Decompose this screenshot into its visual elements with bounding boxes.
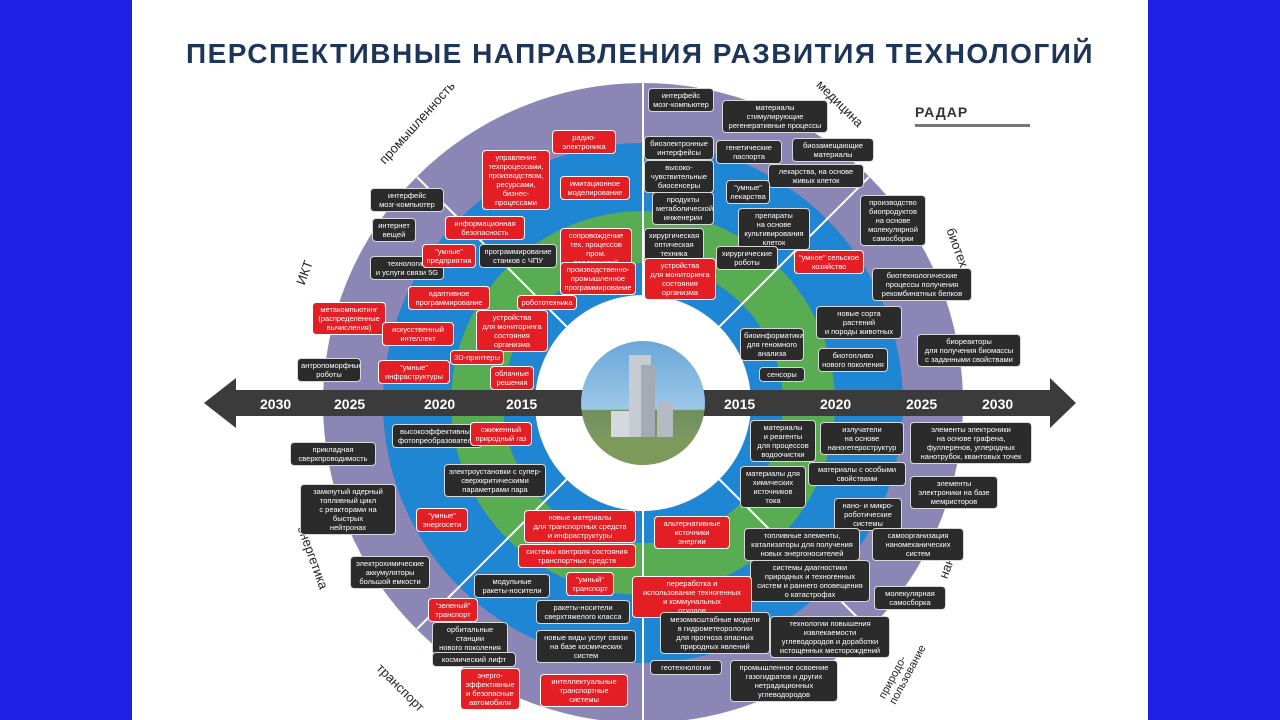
building-illustration: [581, 355, 705, 465]
tech-item: "умные"лекарства: [726, 180, 770, 204]
tech-item: топливные элементы,катализаторы для полу…: [744, 528, 860, 561]
axis-right-2025: 2025: [906, 396, 938, 412]
slide: ПЕРСПЕКТИВНЫЕ НАПРАВЛЕНИЯ РАЗВИТИЯ ТЕХНО…: [132, 0, 1148, 720]
center-building-photo: [581, 341, 705, 465]
radar-label: РАДАР: [915, 104, 969, 120]
tech-item: "умные"инфраструктуры: [378, 360, 450, 384]
axis-left-2020: 2020: [424, 396, 456, 412]
axis-right-2020: 2020: [820, 396, 852, 412]
radar-underline: [915, 124, 1030, 127]
axis-left-2030: 2030: [260, 396, 292, 412]
tech-item: космический лифт: [432, 652, 516, 667]
tech-item: робототехника: [517, 295, 577, 310]
tech-item: сенсоры: [759, 367, 805, 382]
axis-right-2015: 2015: [724, 396, 756, 412]
tech-item: "умные"предприятия: [422, 244, 476, 268]
tech-item: "зеленый"транспорт: [428, 598, 478, 622]
axis-left-2015: 2015: [506, 396, 538, 412]
axis-right-2030: 2030: [982, 396, 1014, 412]
axis-left-2025: 2025: [334, 396, 366, 412]
tech-item: электроустановки с супер-сверхкритически…: [444, 464, 546, 497]
tech-item: "умные"энергосети: [416, 508, 468, 532]
tech-item: геотехнологии: [650, 660, 722, 675]
tech-item: "умный"транспорт: [566, 572, 614, 596]
page-title: ПЕРСПЕКТИВНЫЕ НАПРАВЛЕНИЯ РАЗВИТИЯ ТЕХНО…: [185, 38, 1095, 69]
tech-item: радио-электроника: [552, 130, 616, 154]
tech-item: 3D-принтеры: [450, 350, 504, 365]
